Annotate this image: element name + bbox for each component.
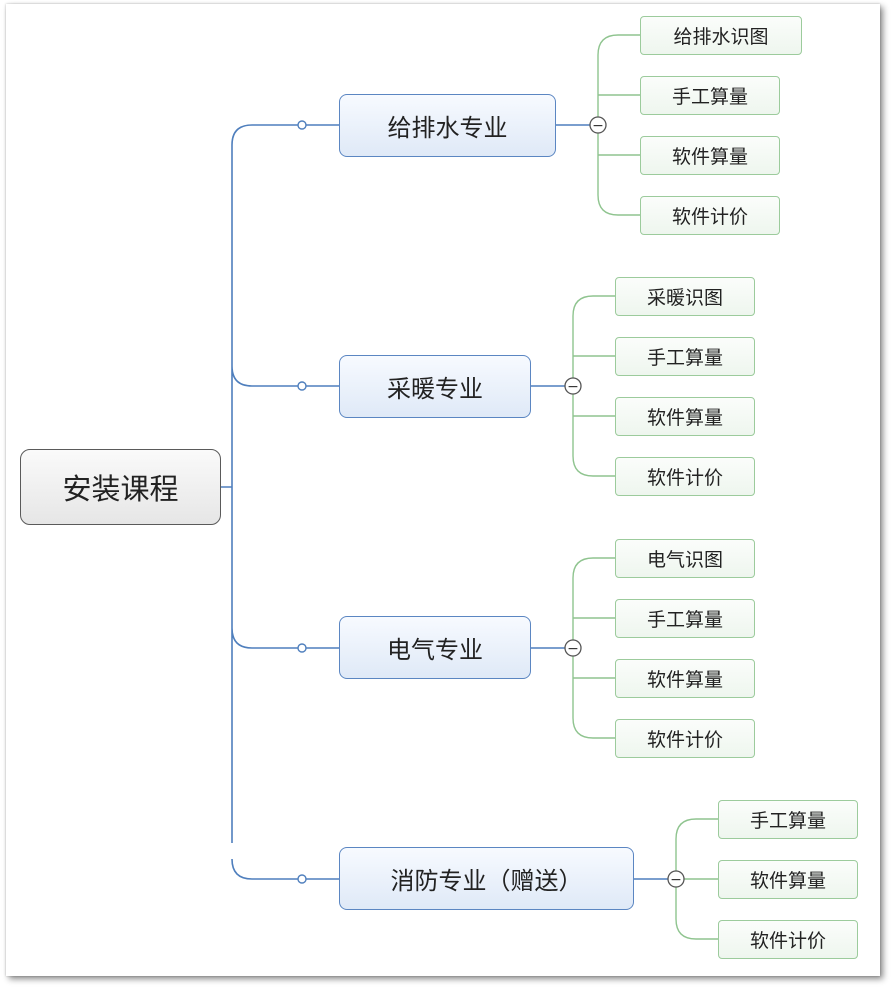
subtopic-fire-software-takeoff[interactable]: 软件算量 (718, 860, 858, 899)
branch-1-child-lines (597, 34, 640, 216)
subtopic-electrical-manual-takeoff[interactable]: 手工算量 (615, 599, 755, 638)
branch-topic-fire-protection[interactable]: 消防专业（赠送） (339, 847, 634, 910)
collapse-toggle-symbol-2: − (567, 379, 579, 395)
subtopic-heating-drawing-reading[interactable]: 采暖识图 (615, 277, 755, 316)
subtopic-heating-software-pricing[interactable]: 软件计价 (615, 457, 755, 496)
subtopic-plumbing-manual-takeoff[interactable]: 手工算量 (640, 76, 780, 115)
subtopic-plumbing-software-pricing[interactable]: 软件计价 (640, 196, 780, 235)
subtopic-plumbing-software-takeoff[interactable]: 软件算量 (640, 136, 780, 175)
branch-4-child-lines (675, 818, 718, 940)
subtopic-electrical-software-pricing[interactable]: 软件计价 (615, 719, 755, 758)
subtopic-fire-manual-takeoff[interactable]: 手工算量 (718, 800, 858, 839)
collapse-toggle-2[interactable]: − (564, 377, 582, 395)
collapse-toggle-symbol-4: − (670, 872, 682, 888)
root-connector (221, 124, 302, 880)
subtopic-heating-manual-takeoff[interactable]: 手工算量 (615, 337, 755, 376)
collapse-toggle-3[interactable]: − (564, 639, 582, 657)
subtopic-electrical-drawing-reading[interactable]: 电气识图 (615, 539, 755, 578)
collapse-toggle-1[interactable]: − (589, 116, 607, 134)
branch-topic-heating[interactable]: 采暖专业 (339, 355, 531, 418)
subtopic-plumbing-drawing-reading[interactable]: 给排水识图 (640, 16, 802, 55)
collapse-toggle-4[interactable]: − (667, 870, 685, 888)
branch-3-child-lines (572, 557, 615, 739)
subtopic-heating-software-takeoff[interactable]: 软件算量 (615, 397, 755, 436)
branch-2-child-lines (572, 295, 615, 477)
branch-joint-1 (297, 120, 307, 130)
branch-joint-3 (297, 643, 307, 653)
root-topic[interactable]: 安装课程 (20, 449, 221, 525)
branch-topic-plumbing[interactable]: 给排水专业 (339, 94, 556, 157)
collapse-toggle-symbol-3: − (567, 641, 579, 657)
branch-joint-2 (297, 381, 307, 391)
subtopic-fire-software-pricing[interactable]: 软件计价 (718, 920, 858, 959)
branch-joint-4 (297, 874, 307, 884)
collapse-toggle-symbol-1: − (592, 118, 604, 134)
subtopic-electrical-software-takeoff[interactable]: 软件算量 (615, 659, 755, 698)
branch-topic-electrical[interactable]: 电气专业 (339, 616, 531, 679)
